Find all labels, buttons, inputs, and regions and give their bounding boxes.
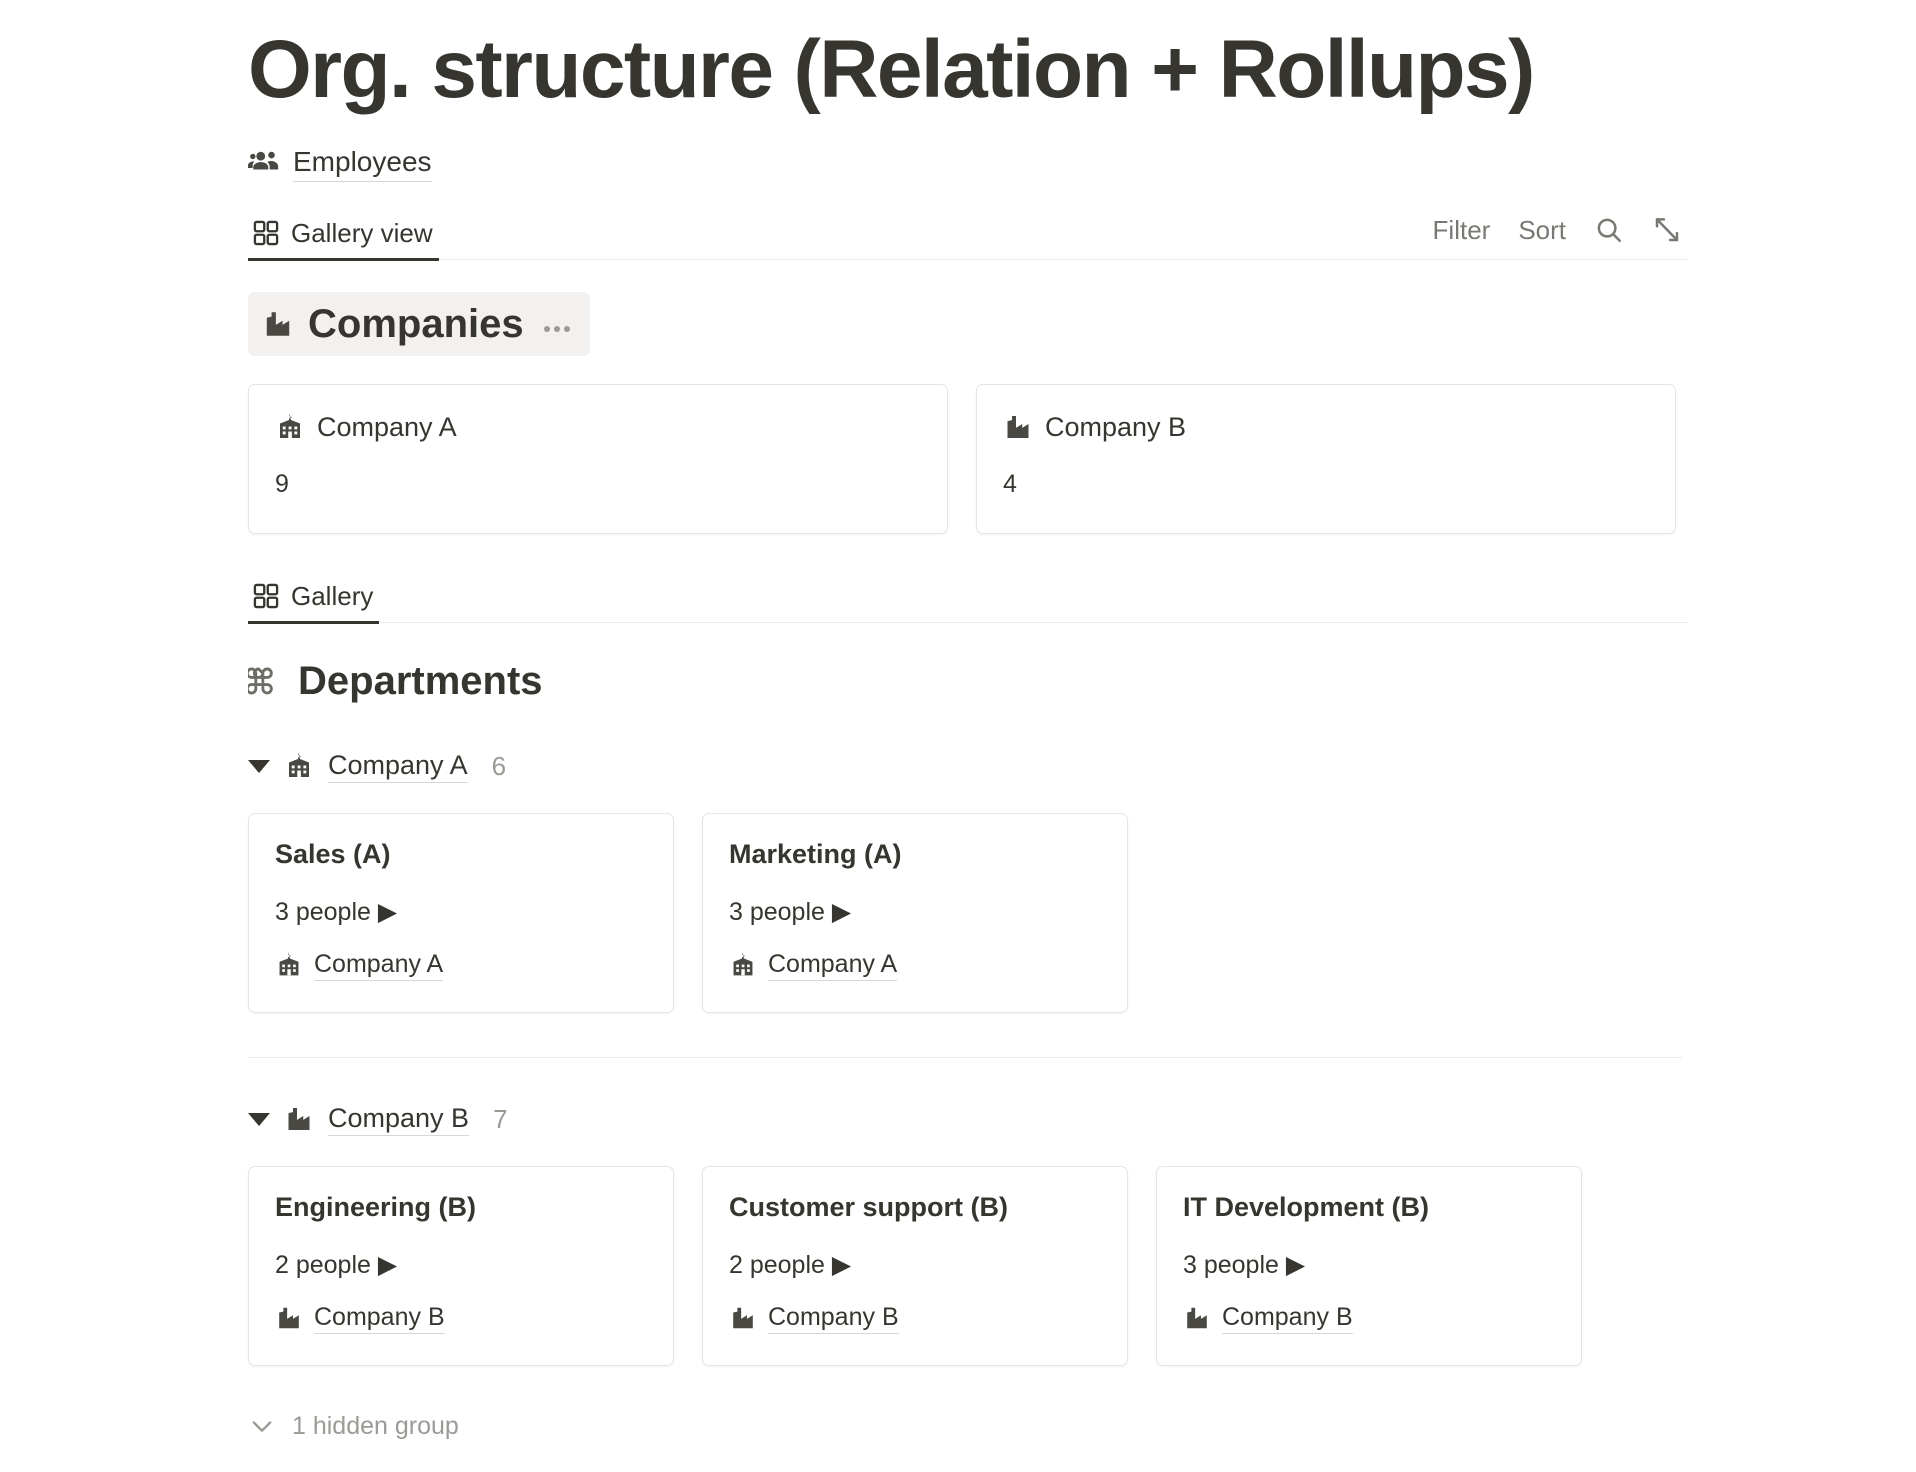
relation-link[interactable]: Company A xyxy=(768,949,898,981)
filter-button[interactable]: Filter xyxy=(1432,215,1491,245)
gallery-tabs: Gallery xyxy=(248,566,380,624)
department-card[interactable]: Engineering (B) 2 people ▶ Company B xyxy=(248,1166,674,1366)
department-card-title: Customer support (B) xyxy=(729,1192,1008,1222)
department-card-relation[interactable]: Company A xyxy=(729,949,1101,981)
gallery-toolbar: Gallery xyxy=(248,566,1688,624)
group-name[interactable]: Company A xyxy=(328,749,468,783)
tab-gallery-view[interactable]: Gallery view xyxy=(248,218,439,261)
page-title: Org. structure (Relation + Rollups) xyxy=(248,24,1535,115)
sort-button[interactable]: Sort xyxy=(1518,215,1566,245)
company-card-title: Company B xyxy=(1045,412,1187,442)
school-building-icon xyxy=(275,951,303,979)
source-database-link[interactable]: Employees xyxy=(248,145,1688,182)
departments-section-title: Departments xyxy=(298,659,543,703)
department-card-people[interactable]: 3 people ▶ xyxy=(1183,1251,1306,1279)
relation-link[interactable]: Company B xyxy=(768,1302,899,1334)
hidden-group-label: 1 hidden group xyxy=(292,1412,459,1440)
department-card[interactable]: Customer support (B) 2 people ▶ Company … xyxy=(702,1166,1128,1366)
expand-diagonal-icon[interactable] xyxy=(1652,215,1682,245)
source-database-label: Employees xyxy=(293,145,432,182)
department-card[interactable]: Sales (A) 3 people ▶ xyxy=(248,813,674,1013)
caret-down-icon[interactable] xyxy=(248,1112,270,1126)
companies-section-title: Companies xyxy=(308,302,524,346)
school-building-icon xyxy=(729,951,757,979)
group-separator xyxy=(248,1057,1682,1058)
department-card-relation[interactable]: Company B xyxy=(275,1302,647,1334)
factory-building-icon xyxy=(1003,412,1033,442)
department-card-people[interactable]: 3 people ▶ xyxy=(729,898,852,926)
page-content: Org. structure (Relation + Rollups) Empl… xyxy=(248,0,1688,1444)
department-card-relation[interactable]: Company B xyxy=(1183,1302,1555,1334)
department-card-relation[interactable]: Company B xyxy=(729,1302,1101,1334)
tab-gallery-view-label: Gallery view xyxy=(291,218,433,248)
companies-section-heading[interactable]: Companies xyxy=(248,292,590,356)
department-card-title: IT Development (B) xyxy=(1183,1192,1430,1222)
company-card-title: Company A xyxy=(317,412,457,442)
department-card[interactable]: Marketing (A) 3 people ▶ xyxy=(702,813,1128,1013)
relation-link[interactable]: Company A xyxy=(314,949,444,981)
people-group-icon xyxy=(248,146,282,180)
department-card-title: Sales (A) xyxy=(275,839,391,869)
caret-down-icon[interactable] xyxy=(248,759,270,773)
department-card-people[interactable]: 2 people ▶ xyxy=(729,1251,852,1279)
department-card-people[interactable]: 2 people ▶ xyxy=(275,1251,398,1279)
department-card-row-company-b: Engineering (B) 2 people ▶ Company B Cus… xyxy=(248,1166,1688,1366)
factory-building-icon xyxy=(1183,1304,1211,1332)
department-card-relation[interactable]: Company A xyxy=(275,949,647,981)
company-card-value: 4 xyxy=(1003,470,1017,498)
group-header-company-a[interactable]: Company A 6 xyxy=(248,747,1688,785)
view-toolbar: Gallery view Filter Sort xyxy=(248,203,1688,261)
company-card[interactable]: Company B 4 xyxy=(976,384,1676,534)
command-icon xyxy=(248,664,282,698)
company-card-title-row: Company B xyxy=(1003,411,1649,443)
company-card[interactable]: Company A 9 xyxy=(248,384,948,534)
department-card[interactable]: IT Development (B) 3 people ▶ Company B xyxy=(1156,1166,1582,1366)
department-card-row-company-a: Sales (A) 3 people ▶ xyxy=(248,813,1688,1013)
companies-card-row: Company A 9 Company B 4 xyxy=(248,384,1688,534)
tab-gallery-label: Gallery xyxy=(291,581,374,611)
department-card-title: Marketing (A) xyxy=(729,839,902,869)
chevron-down-icon[interactable] xyxy=(248,1412,276,1440)
gallery-grid-icon xyxy=(252,582,280,610)
factory-building-icon xyxy=(262,308,294,340)
more-horizontal-icon[interactable] xyxy=(543,316,570,332)
department-card-title: Engineering (B) xyxy=(275,1192,476,1222)
group-count: 7 xyxy=(493,1104,508,1134)
group-header-company-b[interactable]: Company B 7 xyxy=(248,1100,1688,1138)
group-count: 6 xyxy=(491,751,507,781)
hidden-group-toggle[interactable]: 1 hidden group xyxy=(248,1408,1688,1444)
tab-gallery[interactable]: Gallery xyxy=(248,581,380,624)
view-tabs: Gallery view xyxy=(248,203,439,261)
relation-link[interactable]: Company B xyxy=(1222,1302,1353,1334)
view-tools: Filter Sort xyxy=(1433,215,1688,259)
gallery-grid-icon xyxy=(252,219,280,247)
department-card-people[interactable]: 3 people ▶ xyxy=(275,898,398,926)
school-building-icon xyxy=(284,751,314,781)
departments-section-heading[interactable]: Departments xyxy=(248,657,1688,705)
factory-building-icon xyxy=(275,1304,303,1332)
group-name[interactable]: Company B xyxy=(328,1102,470,1136)
factory-building-icon xyxy=(284,1104,314,1134)
search-icon[interactable] xyxy=(1594,215,1624,245)
company-card-value: 9 xyxy=(275,470,289,498)
factory-building-icon xyxy=(729,1304,757,1332)
company-card-title-row: Company A xyxy=(275,411,921,443)
school-building-icon xyxy=(275,412,305,442)
relation-link[interactable]: Company B xyxy=(314,1302,445,1334)
